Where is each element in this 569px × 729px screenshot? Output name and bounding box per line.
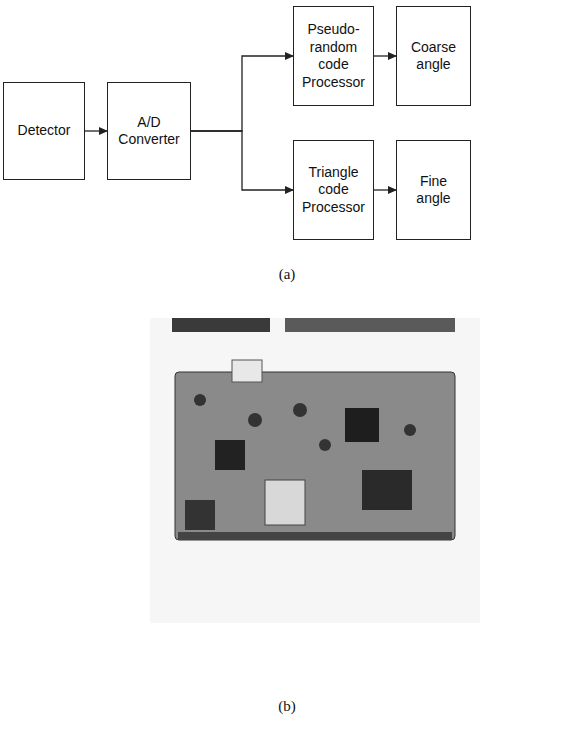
process-box: Coarse angle xyxy=(396,6,471,106)
flow-arrow xyxy=(191,56,293,131)
connector xyxy=(232,360,262,382)
power-jack xyxy=(185,500,215,530)
capacitor xyxy=(248,413,262,427)
subfigure-label: (b) xyxy=(278,698,296,715)
chip xyxy=(215,440,245,470)
box-label: Detector xyxy=(18,122,71,140)
box-label: Triangle code Processor xyxy=(298,164,369,217)
process-box: Pseudo- random code Processor xyxy=(293,6,374,106)
housing-edge xyxy=(285,318,455,332)
box-label: Coarse angle xyxy=(401,39,466,74)
box-label: Fine angle xyxy=(401,173,466,208)
subfigure-label: (a) xyxy=(279,266,296,283)
capacitor xyxy=(319,439,331,451)
usb-port xyxy=(265,480,305,525)
box-label: A/D Converter xyxy=(112,114,186,149)
flow-arrow xyxy=(374,189,396,190)
photo-ground xyxy=(150,318,480,623)
flow-arrow xyxy=(85,130,107,131)
board-base xyxy=(178,532,452,540)
process-box: Detector xyxy=(3,82,85,180)
process-box: Fine angle xyxy=(396,140,471,240)
flow-arrow xyxy=(374,55,396,56)
circuit-board xyxy=(175,372,455,540)
flow-arrow xyxy=(191,131,293,190)
capacitor xyxy=(194,394,206,406)
housing-edge xyxy=(172,318,270,332)
capacitor xyxy=(404,424,416,436)
process-box: A/D Converter xyxy=(107,82,191,180)
box-label: Pseudo- random code Processor xyxy=(298,21,369,91)
pin-header xyxy=(362,470,412,510)
chip xyxy=(345,408,379,442)
capacitor xyxy=(293,403,307,417)
process-box: Triangle code Processor xyxy=(293,140,374,240)
